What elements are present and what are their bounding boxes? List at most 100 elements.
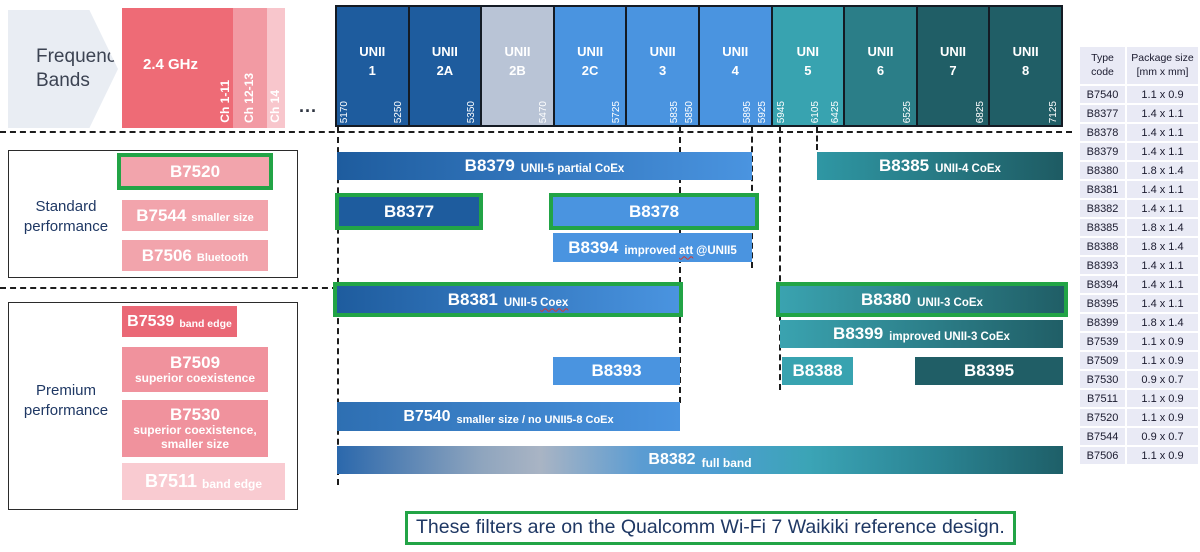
filter-bar-b7520: B7520 <box>117 153 273 190</box>
filter-bar-b7506: B7506 Bluetooth <box>122 240 268 271</box>
freq-label-5250: 5250 <box>392 100 404 123</box>
freq-label-5470: 5470 <box>538 100 550 123</box>
type-code-cell: B8395 <box>1080 295 1126 313</box>
filter-bar-b8377: B8377 <box>335 193 483 230</box>
type-code-cell: B8379 <box>1080 143 1126 161</box>
filter-bar-b7539: B7539 band edge <box>122 306 237 337</box>
package-size-cell: 1.4 x 1.1 <box>1127 200 1198 218</box>
dashed-line-6105 <box>816 127 818 150</box>
package-size-cell: 1.8 x 1.4 <box>1127 219 1198 237</box>
package-size-cell: 1.4 x 1.1 <box>1127 143 1198 161</box>
dashed-line-horizontal-main <box>0 131 1072 133</box>
package-size-cell: 0.9 x 0.7 <box>1127 428 1198 446</box>
package-size-cell: 1.1 x 0.9 <box>1127 86 1198 104</box>
freq-label-5350: 5350 <box>465 100 477 123</box>
type-code-cell: B8393 <box>1080 257 1126 275</box>
filter-bar-b7511: B7511 band edge <box>122 463 285 500</box>
channel-12-13-label: Ch 12-13 <box>242 72 256 123</box>
standard-performance-label: Standard performance <box>23 198 109 235</box>
filter-bar-b7544: B7544 smaller size <box>122 200 268 231</box>
type-code-cell: B8378 <box>1080 124 1126 142</box>
freq-label-7125: 7125 <box>1048 100 1059 123</box>
package-size-cell: 0.9 x 0.7 <box>1127 371 1198 389</box>
filter-bar-b8395: B8395 <box>915 357 1063 385</box>
package-size-cell: 1.4 x 1.1 <box>1127 124 1198 142</box>
freq-label-5895: 5895 <box>741 100 753 123</box>
type-code-cell: B8385 <box>1080 219 1126 237</box>
freq-label-6425: 6425 <box>829 100 841 123</box>
freq-label-5850: 5850 <box>684 100 695 123</box>
freq-label-5945: 5945 <box>775 100 787 123</box>
ellipsis: ... <box>299 96 318 116</box>
package-size-cell: 1.1 x 0.9 <box>1127 352 1198 370</box>
filter-bar-b8393: B8393 <box>553 357 680 385</box>
freq-label-6105: 6105 <box>809 100 821 123</box>
band-2-4ghz-label: 2.4 GHz <box>142 56 199 73</box>
filter-bar-b7530: B7530 superior coexistence, smaller size <box>122 400 268 457</box>
filter-bar-b8380: B8380 UNII-3 CoEx <box>776 282 1068 317</box>
channel-1-11-label: Ch 1-11 <box>218 80 232 123</box>
package-size-cell: 1.4 x 1.1 <box>1127 295 1198 313</box>
type-code-cell: B7544 <box>1080 428 1126 446</box>
type-code-cell: B7509 <box>1080 352 1126 370</box>
frequency-bands-label: Frequency Bands <box>36 46 126 91</box>
freq-label-5835: 5835 <box>669 100 680 123</box>
band-2-4ghz: 2.4 GHz Ch 1-11 Ch 12-13 Ch 14 <box>122 8 285 128</box>
type-code-cell: B7539 <box>1080 333 1126 351</box>
package-size-cell: 1.1 x 0.9 <box>1127 390 1198 408</box>
freq-label-6525: 6525 <box>902 100 914 123</box>
dashed-line-horizontal-left <box>0 287 338 289</box>
band-2-4ghz-main-segment: 2.4 GHz Ch 1-11 <box>122 8 233 128</box>
package-size-cell: 1.1 x 0.9 <box>1127 409 1198 427</box>
band-2-4ghz-ch14-segment: Ch 14 <box>267 8 285 128</box>
filter-bar-b8399: B8399 improved UNII-3 CoEx <box>780 320 1063 348</box>
dashed-line-5850 <box>679 127 681 403</box>
filter-bar-b7540: B7540 smaller size / no UNII5-8 CoEx <box>337 402 680 431</box>
type-code-cell: B8380 <box>1080 162 1126 180</box>
freq-label-5170: 5170 <box>339 100 350 123</box>
filter-bar-b8388: B8388 <box>782 357 853 385</box>
package-size-cell: 1.1 x 0.9 <box>1127 447 1198 465</box>
filter-bar-b8385: B8385 UNII-4 CoEx <box>817 152 1063 180</box>
package-size-cell: 1.8 x 1.4 <box>1127 238 1198 256</box>
type-code-cell: B7540 <box>1080 86 1126 104</box>
type-code-header: Type code <box>1080 47 1126 85</box>
type-code-cell: B8388 <box>1080 238 1126 256</box>
package-size-cell: 1.1 x 0.9 <box>1127 333 1198 351</box>
frequency-bands-arrow: Frequency Bands <box>8 10 118 128</box>
freq-label-5925: 5925 <box>756 100 768 123</box>
dashed-line-5945 <box>779 127 781 390</box>
type-code-cell: B7520 <box>1080 409 1126 427</box>
package-size-header: Package size [mm x mm] <box>1127 47 1198 85</box>
type-code-cell: B7511 <box>1080 390 1126 408</box>
package-size-cell: 1.4 x 1.1 <box>1127 276 1198 294</box>
premium-performance-label: Premium performance <box>23 382 109 419</box>
type-code-cell: B8399 <box>1080 314 1126 332</box>
type-code-cell: B7530 <box>1080 371 1126 389</box>
package-size-cell: 1.4 x 1.1 <box>1127 105 1198 123</box>
